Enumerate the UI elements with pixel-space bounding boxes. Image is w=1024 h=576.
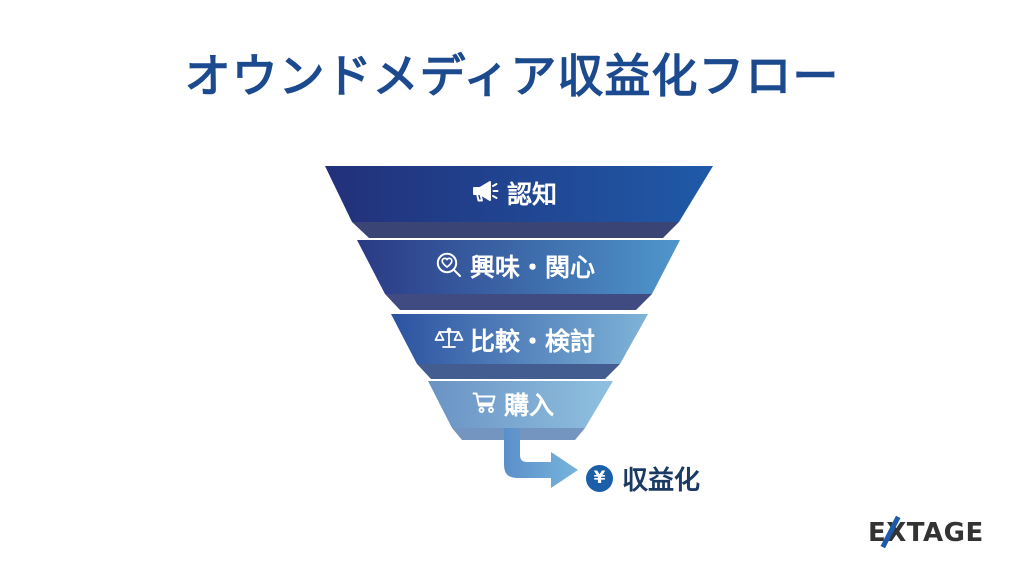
yen-badge-icon: ¥ xyxy=(586,465,613,492)
page-title: オウンドメディア収益化フロー xyxy=(184,49,840,103)
stage-awareness-shape xyxy=(325,166,713,222)
funnel-stage-comparison[interactable]: 比較・検討 xyxy=(391,314,648,379)
stage-comparison-shadow xyxy=(417,364,620,379)
stage-interest-label: 興味・関心 xyxy=(470,253,595,282)
balance-scale-icon xyxy=(434,327,464,348)
funnel-stage-purchase[interactable]: 購入 xyxy=(428,381,613,440)
stage-purchase-label: 購入 xyxy=(504,391,554,420)
magnifier-heart-icon xyxy=(436,252,461,277)
outcome-label: 収益化 xyxy=(622,466,701,496)
yen-symbol: ¥ xyxy=(593,468,606,488)
flow-arrow-shape xyxy=(504,428,578,488)
shopping-cart-icon xyxy=(472,392,496,413)
stage-comparison-label: 比較・検討 xyxy=(470,327,595,356)
flow-arrow xyxy=(504,428,578,488)
stage-awareness-shadow xyxy=(352,222,679,238)
stage-interest-shadow xyxy=(385,294,652,310)
stage-comparison-shape xyxy=(391,314,648,364)
extage-logo: EXTAGE xyxy=(868,515,986,550)
stage-interest-shape xyxy=(357,240,680,294)
funnel-stage-awareness[interactable]: 認知 xyxy=(325,166,713,238)
outcome-monetization: ¥ 収益化 xyxy=(586,460,700,497)
megaphone-icon xyxy=(473,181,499,202)
stage-awareness-label: 認知 xyxy=(507,180,557,209)
funnel-stage-interest[interactable]: 興味・関心 xyxy=(357,240,680,310)
